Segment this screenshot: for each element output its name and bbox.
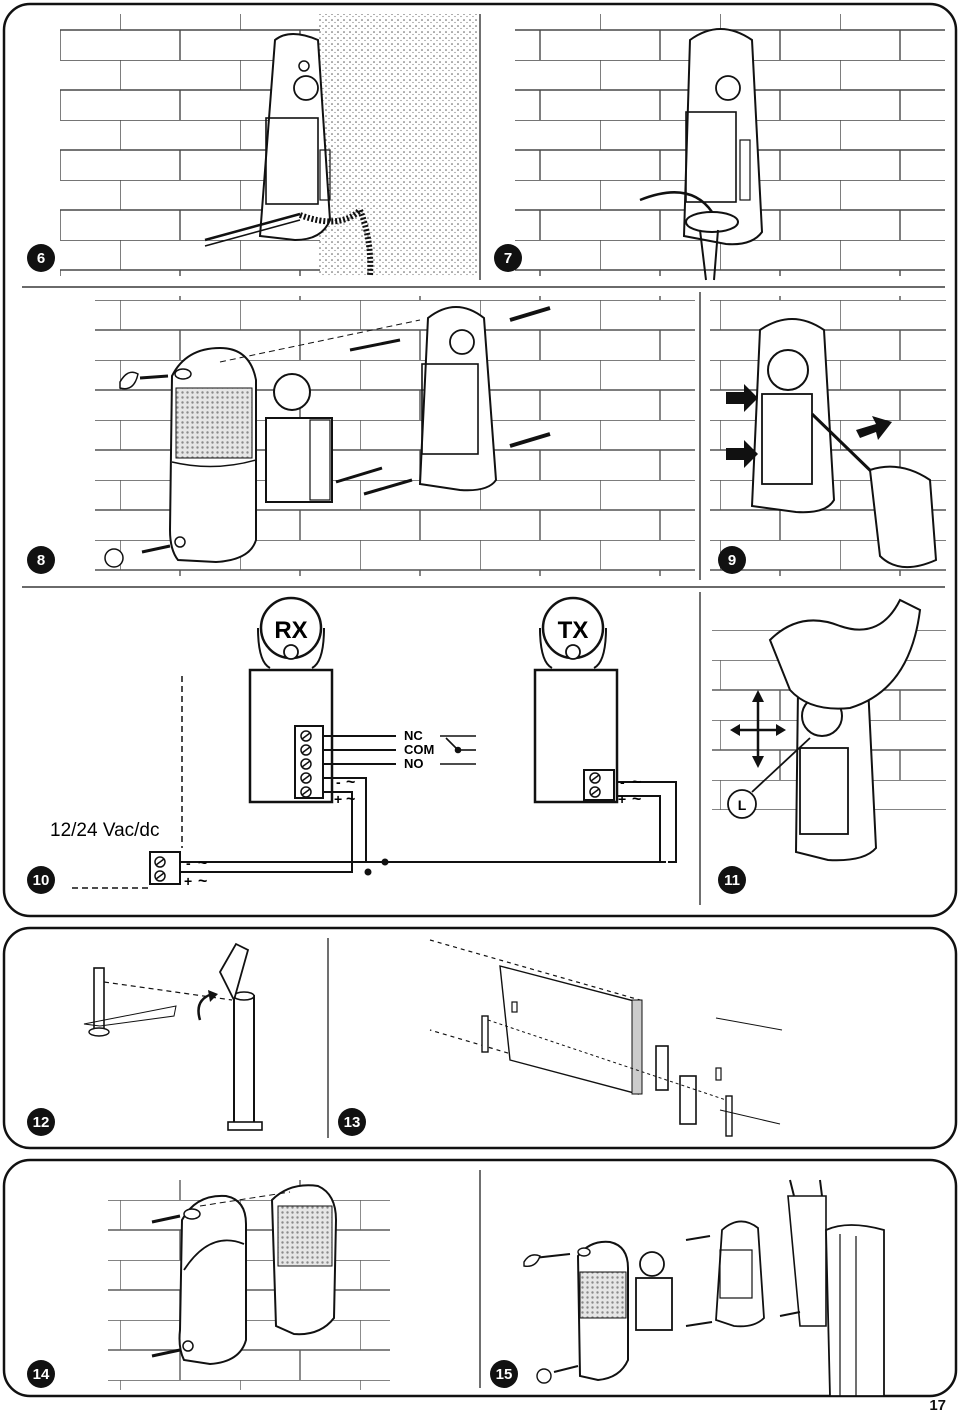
figure-9-illustration: [710, 296, 946, 576]
figure-6-illustration: [60, 14, 478, 277]
figure-13-illustration: [429, 939, 783, 1137]
figure-11-badge: 11: [718, 866, 746, 894]
figure-6-number: 6: [37, 250, 45, 267]
figure-8-number: 8: [37, 552, 45, 569]
figure-13-badge: 13: [338, 1108, 366, 1136]
tx-ac-1: ~: [632, 774, 641, 791]
upper-frame: [2, 2, 958, 918]
supply-minus: -: [186, 855, 191, 871]
figure-8-badge: 8: [27, 546, 55, 574]
supply-voltage-label: 12/24 Vac/dc: [50, 820, 160, 841]
figure-7-illustration: [515, 14, 945, 281]
figure-10-number: 10: [33, 872, 50, 889]
rx-minus: -: [336, 774, 341, 790]
figure-15-badge: 15: [490, 1360, 518, 1388]
tx-plus: +: [618, 791, 626, 807]
page-number: 17: [929, 1397, 946, 1414]
figure-10-wiring-diagram: RX NC COM NO - ~ +: [50, 596, 677, 890]
rx-ac-1: ~: [346, 774, 355, 791]
lower-frame: [2, 1158, 958, 1398]
tx-housing: [533, 668, 619, 804]
figure-12-number: 12: [33, 1114, 50, 1131]
rx-label: RX: [274, 617, 307, 644]
rx-plus: +: [334, 791, 342, 807]
figure-15-number: 15: [496, 1366, 513, 1383]
figure-6-badge: 6: [27, 244, 55, 272]
relay-contact-symbol: [440, 735, 476, 765]
lens-callout: [727, 789, 757, 819]
figure-11-number: 11: [724, 872, 740, 889]
figure-14-badge: 14: [27, 1360, 55, 1388]
figure-9-badge: 9: [718, 546, 746, 574]
figure-12-badge: 12: [27, 1108, 55, 1136]
tx-minus: -: [620, 774, 625, 790]
figure-9-number: 9: [728, 552, 736, 569]
supply-ac-2: ~: [198, 873, 207, 890]
tx-label: TX: [558, 617, 589, 644]
supply-terminal-block: [149, 851, 181, 885]
figure-12-illustration: [83, 942, 263, 1131]
nc-label: NC: [404, 728, 423, 743]
figure-15-illustration: [523, 1179, 885, 1397]
supply-ac-1: ~: [198, 855, 207, 872]
figure-10-badge: 10: [27, 866, 55, 894]
figure-14-illustration: [108, 1180, 390, 1390]
tx-ac-2: ~: [632, 791, 641, 808]
figure-7-badge: 7: [494, 244, 522, 272]
rx-ac-2: ~: [346, 791, 355, 808]
figure-14-number: 14: [33, 1366, 50, 1383]
figure-13-number: 13: [344, 1114, 361, 1131]
com-label: COM: [404, 742, 434, 757]
lens-callout-label: L: [738, 797, 747, 813]
figure-8-illustration: [95, 296, 695, 576]
figure-7-number: 7: [504, 250, 512, 267]
figure-11-illustration: L: [712, 598, 946, 862]
no-label: NO: [404, 756, 424, 771]
supply-plus: +: [184, 873, 192, 889]
middle-frame: [2, 926, 958, 1150]
